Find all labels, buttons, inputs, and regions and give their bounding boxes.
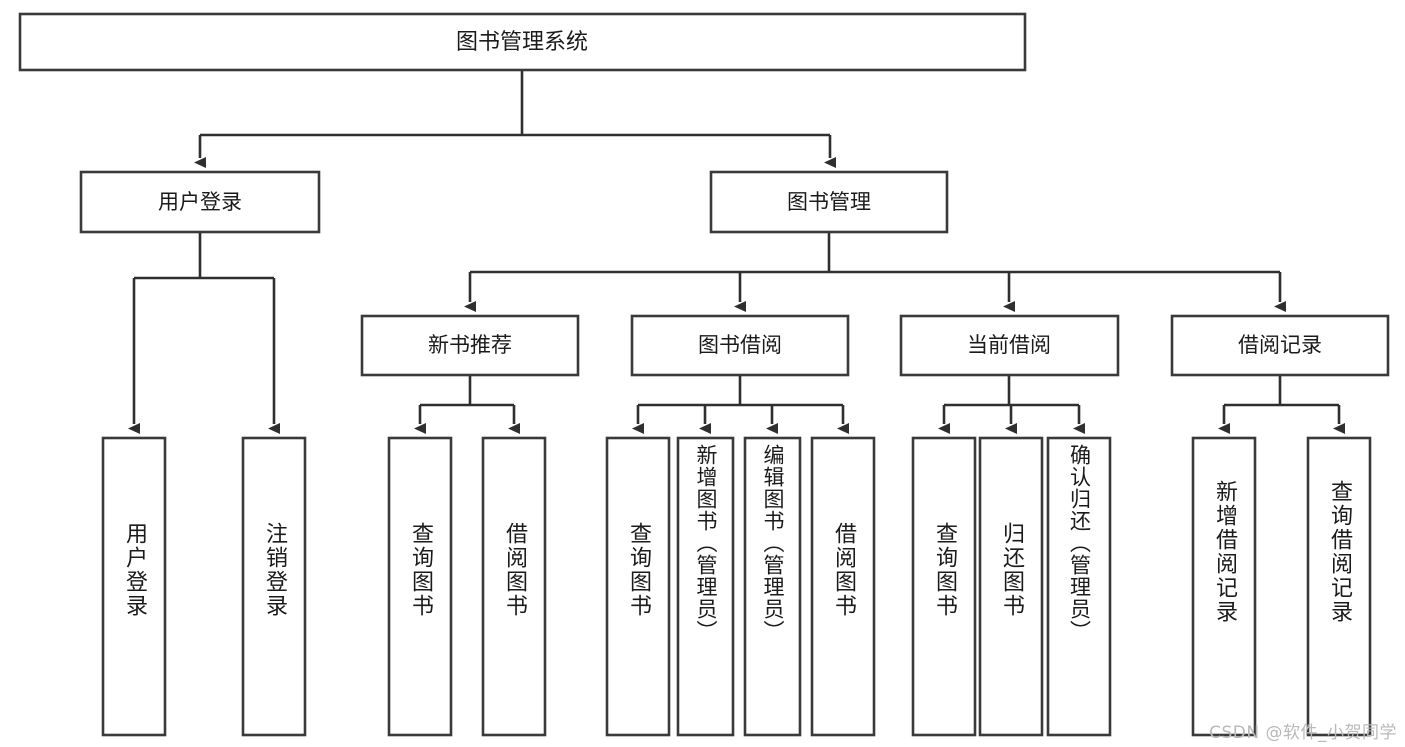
node-leaf-query-record[interactable] [1306, 436, 1372, 737]
node-leaf-confirm-return[interactable] [1046, 436, 1112, 737]
csdn-watermark: CSDN @软件_小贺同学 [1209, 723, 1397, 743]
connector-borrowrecord-to-leaves [1218, 375, 1345, 434]
node-book-manage[interactable]: 图书管理 [709, 170, 949, 234]
node-new-book-rec-label: 新书推荐 [428, 333, 512, 357]
node-book-manage-label: 图书管理 [787, 190, 871, 214]
connector-bookmanage-to-level3 [464, 232, 1286, 312]
node-leaf-borrow-book-2[interactable] [810, 436, 876, 737]
node-current-borrow[interactable]: 当前借阅 [899, 314, 1120, 377]
node-borrow-record-label: 借阅记录 [1238, 333, 1322, 357]
connector-bookborrow-to-leaves [632, 375, 849, 434]
node-current-borrow-label: 当前借阅 [967, 333, 1051, 357]
node-leaf-return-book[interactable] [978, 436, 1044, 737]
node-root-label: 图书管理系统 [456, 30, 588, 55]
node-leaf-add-record[interactable] [1191, 436, 1257, 737]
node-borrow-record[interactable]: 借阅记录 [1170, 314, 1390, 377]
node-new-book-rec[interactable]: 新书推荐 [360, 314, 580, 377]
node-leaf-user-logout[interactable] [241, 436, 307, 737]
node-user-login[interactable]: 用户登录 [79, 170, 321, 234]
node-leaf-edit-book[interactable] [743, 436, 802, 737]
node-book-borrow[interactable]: 图书借阅 [630, 314, 850, 377]
node-book-borrow-label: 图书借阅 [698, 333, 782, 357]
node-leaf-add-book[interactable] [676, 436, 735, 737]
connector-userlogin-to-leaves [128, 232, 280, 434]
node-leaf-query-book-2[interactable] [605, 436, 671, 737]
node-leaf-query-book-3[interactable] [911, 436, 977, 737]
leaf-boxes [101, 436, 1372, 737]
node-root-system[interactable]: 图书管理系统 [18, 12, 1027, 72]
connector-root-to-level2 [194, 70, 836, 168]
connector-currentborrow-to-leaves [938, 375, 1085, 434]
connector-newbook-to-leaves [414, 375, 520, 434]
node-leaf-borrow-book-1[interactable] [481, 436, 547, 737]
node-leaf-user-login[interactable] [101, 436, 167, 737]
node-user-login-label: 用户登录 [158, 190, 242, 214]
node-leaf-query-book-1[interactable] [387, 436, 453, 737]
